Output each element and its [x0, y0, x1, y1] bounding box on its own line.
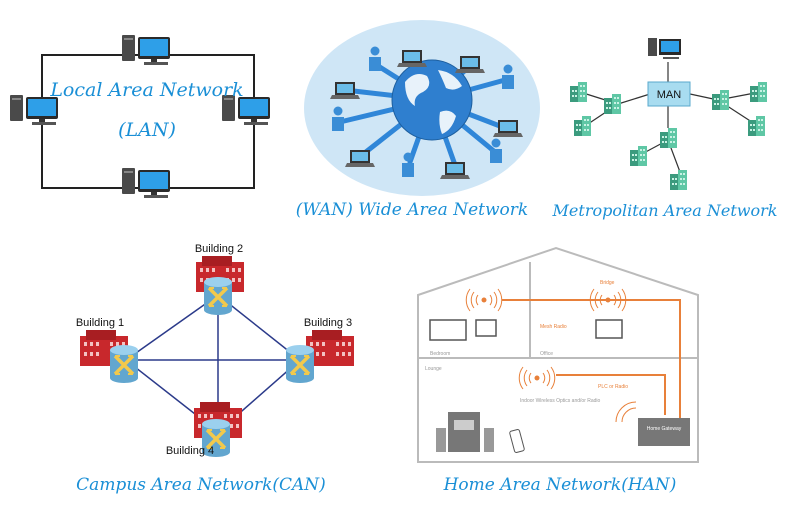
- man-building-icon: [574, 116, 591, 136]
- can-diagram: Building 1 Building 2 Building 3 Buildin…: [76, 243, 354, 495]
- man-pc-icon: [648, 38, 681, 59]
- man-hub: [647, 81, 691, 107]
- wan-person-icon: [502, 64, 514, 89]
- building-3-router-icon: [284, 343, 316, 385]
- home-gateway-box: [638, 418, 690, 446]
- building-2-router-icon: [202, 275, 234, 317]
- building-1-label: Building 1: [76, 317, 124, 329]
- building-4-label: Building 4: [166, 445, 214, 457]
- man-links: [579, 62, 761, 173]
- man-caption: Metropolitan Area Network: [552, 201, 778, 220]
- office-monitor-icon: [595, 319, 623, 339]
- man-building-icon: [660, 128, 677, 148]
- han-diagram: Bedroom Office Lounge Home Gateway Mesh …: [417, 246, 699, 495]
- label-plc-or-radio: PLC or Radio: [598, 384, 628, 390]
- room-bedroom: Bedroom: [430, 351, 450, 357]
- man-building-icon: [748, 116, 765, 136]
- building-2-label: Building 2: [195, 243, 243, 255]
- media-center-icon: [448, 412, 480, 452]
- man-building-icon: [604, 94, 621, 114]
- monitor-icon: [475, 319, 497, 337]
- lan-title: Local Area Network: [49, 79, 243, 101]
- man-building-icon: [712, 90, 729, 110]
- lan-pc-top: [122, 35, 170, 65]
- lan-abbr: (LAN): [118, 119, 176, 141]
- man-building-icon: [750, 82, 767, 102]
- lan-pc-bottom: [122, 168, 170, 198]
- man-building-icon: [670, 170, 687, 190]
- man-diagram: MAN Metropolitan Area Network: [552, 38, 778, 220]
- lan-diagram: Local Area Network (LAN): [10, 35, 270, 198]
- label-mesh-radio: Mesh Radio: [540, 324, 567, 330]
- wan-person-icon: [332, 106, 344, 131]
- building-1-router-icon: [108, 343, 140, 385]
- home-gateway-label: Home Gateway: [647, 426, 682, 432]
- wan-person-icon: [402, 152, 414, 177]
- han-caption: Home Area Network(HAN): [443, 475, 677, 495]
- tv-icon: [429, 319, 467, 341]
- wan-caption: (WAN) Wide Area Network: [296, 200, 528, 220]
- can-caption: Campus Area Network(CAN): [76, 475, 326, 495]
- room-lounge: Lounge: [425, 366, 442, 372]
- man-building-icon: [630, 146, 647, 166]
- building-3-label: Building 3: [304, 317, 352, 329]
- man-hub-label: MAN: [657, 89, 682, 101]
- wan-diagram: (WAN) Wide Area Network: [296, 20, 540, 220]
- label-bridge: Bridge: [600, 280, 615, 286]
- house-outline: [417, 246, 699, 463]
- phone-icon: [509, 429, 525, 453]
- man-building-icon: [570, 82, 587, 102]
- wan-person-icon: [490, 138, 502, 163]
- room-office: Office: [540, 351, 553, 357]
- wan-person-icon: [369, 46, 381, 71]
- label-indoor-wireless: Indoor Wireless Optics and/or Radio: [520, 398, 601, 404]
